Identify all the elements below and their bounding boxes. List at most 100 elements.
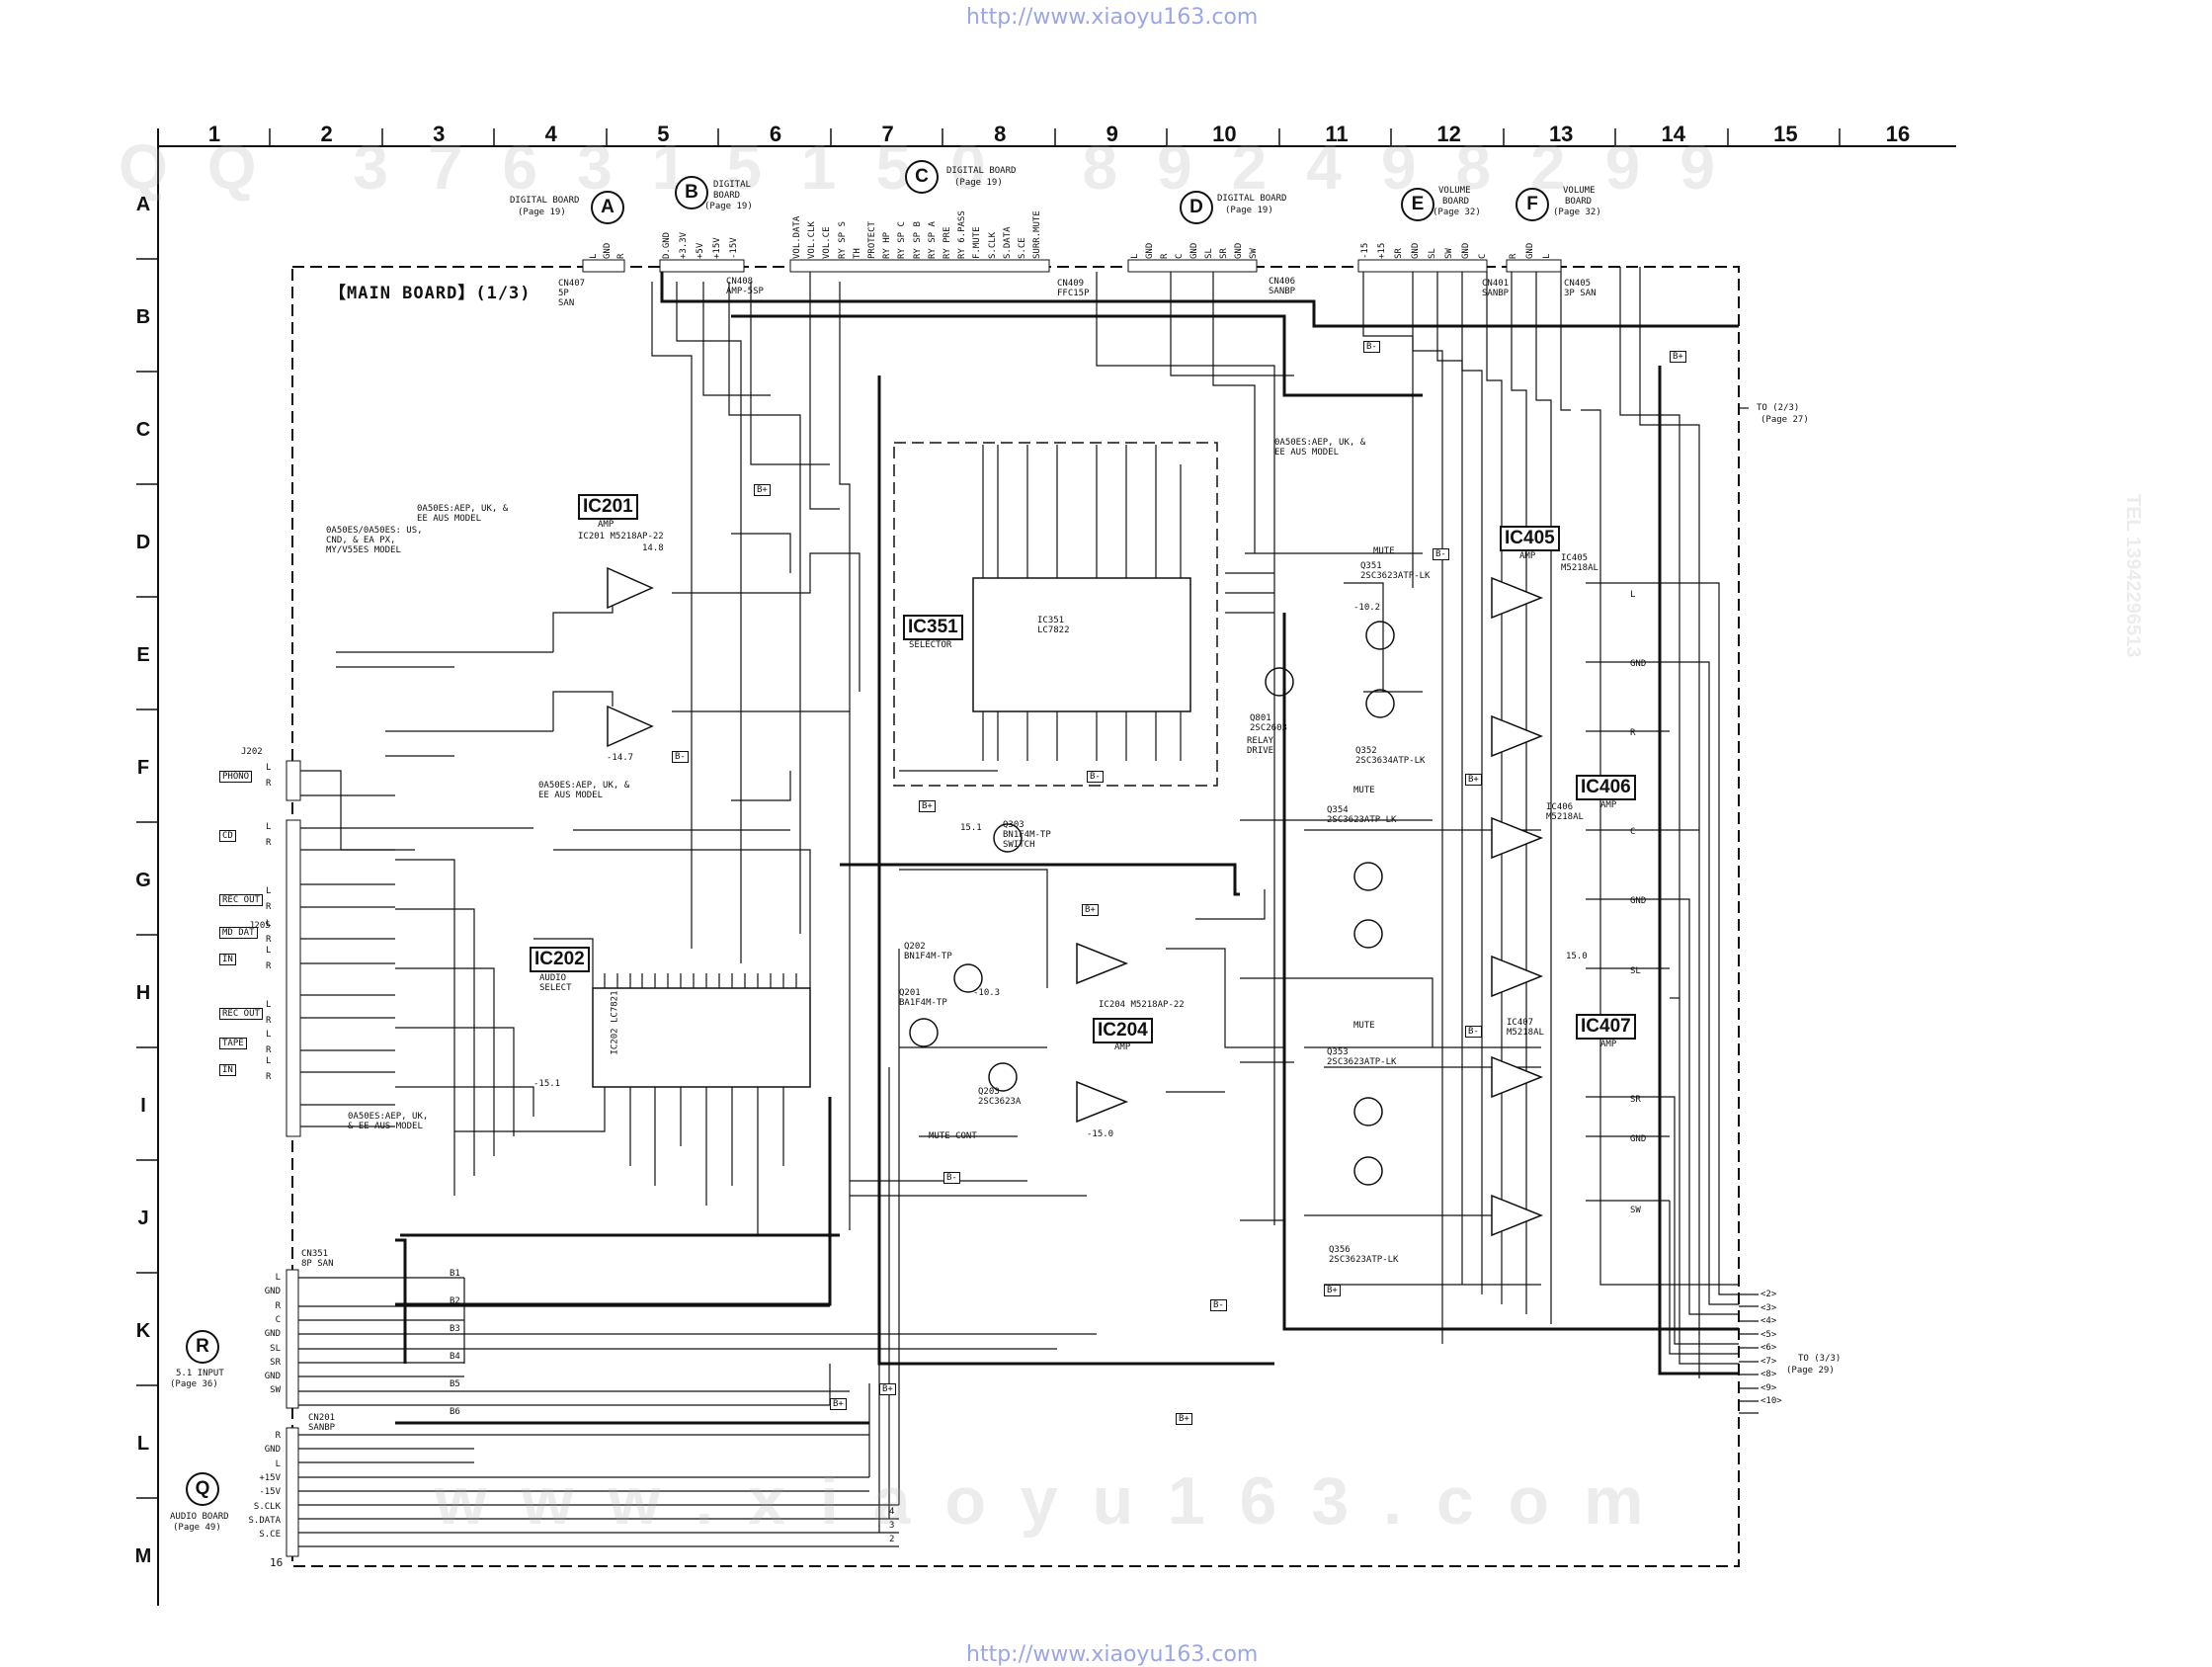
model-note-2: 0A50ES/0A50ES: US, CND, & EA PX, MY/V55E… — [326, 526, 423, 555]
voltage-label: -10.2 — [1353, 603, 1381, 613]
ic407-title: IC407 — [1576, 1014, 1636, 1040]
connector-f-circle: F — [1516, 188, 1549, 221]
header-url[interactable]: http://www.xiaoyu163.com — [966, 5, 1259, 30]
ic405-title: IC405 — [1500, 526, 1560, 551]
input-pin-label: L — [266, 1056, 272, 1066]
row-letter: L — [136, 1433, 150, 1455]
input-pin-label: R — [266, 1016, 272, 1026]
ic204-title: IC204 — [1093, 1018, 1153, 1043]
pin-label: VOL.CE — [822, 226, 833, 259]
pin-label: +3.3V — [679, 231, 689, 259]
bus-tag: B- — [1210, 1299, 1227, 1311]
column-number: 5 — [657, 122, 670, 146]
mute-note-3: MUTE — [1353, 1021, 1375, 1031]
input-label: REC OUT — [219, 894, 263, 906]
row-letter: F — [136, 757, 150, 779]
pin-label: S.CLK — [987, 231, 998, 259]
pin-label: SR — [1394, 248, 1404, 259]
watermark-url: w w w . x i a o y u 1 6 3 . c o m — [435, 1463, 1652, 1539]
bus-tag: B+ — [1324, 1285, 1341, 1296]
q-pin-label: L — [275, 1459, 281, 1469]
watermark-tel: TEL 13942296513 — [2122, 494, 2144, 658]
input-label: IN — [219, 1064, 236, 1076]
bus-tag: B- — [1465, 1026, 1482, 1038]
r-bus-label: B4 — [450, 1352, 460, 1362]
ic351-part: IC351 LC7822 — [1037, 616, 1070, 635]
r-pin-label: GND — [264, 1372, 281, 1382]
ic407-part: IC407 M5218AL — [1507, 1018, 1544, 1038]
r-pin-label: GND — [264, 1329, 281, 1340]
row-letter: A — [135, 194, 151, 215]
voltage-label: 14.8 — [642, 543, 664, 553]
connector-b-label-2: BOARD — [713, 191, 741, 201]
opamps — [607, 566, 1544, 1237]
pin-label: SURR.MUTE — [1032, 210, 1043, 259]
row-letter: J — [137, 1208, 149, 1229]
voltage-label: -15.0 — [1087, 1129, 1114, 1139]
output-label: GND — [1630, 659, 1647, 669]
pin-label: GND — [603, 242, 613, 259]
model-note-1: 0A50ES:AEP, UK, & EE AUS MODEL — [417, 504, 509, 524]
pin-label: L — [1542, 253, 1552, 259]
connector-f-label-3: (Page 32) — [1553, 208, 1601, 217]
input-pin-label: R — [266, 961, 272, 971]
column-number: 9 — [1106, 122, 1118, 146]
to3-pin-number: <2> — [1761, 1290, 1777, 1299]
pin-label: VOL.CLK — [807, 221, 818, 259]
ic351-role: SELECTOR — [909, 640, 952, 650]
mute-note-1: MUTE — [1373, 546, 1395, 556]
column-number: 1 — [207, 122, 221, 146]
connector-b-label-3: (Page 19) — [704, 202, 753, 211]
bus-tag: B+ — [1082, 904, 1099, 916]
voltage-label: -15.1 — [533, 1079, 561, 1089]
pin-label: RY SP B — [912, 221, 923, 259]
transistor-part: BN1F4M-TP — [904, 952, 952, 961]
connector-f-label-1: VOLUME — [1563, 186, 1596, 196]
input-pin-label: L — [266, 946, 272, 956]
bus-tag: B- — [1363, 341, 1380, 353]
cn401-label: CN401 SANBP — [1482, 279, 1510, 298]
ic204-role: AMP — [1114, 1042, 1131, 1052]
column-number: 7 — [881, 122, 894, 146]
footer-url[interactable]: http://www.xiaoyu163.com — [966, 1642, 1259, 1667]
transistor-ref: Q202 — [904, 942, 926, 952]
input-pin-label: R — [266, 838, 272, 848]
dest-to-2-3-page: (Page 27) — [1761, 415, 1809, 425]
q-pin-label: S.CE — [259, 1530, 281, 1541]
connector-b-circle: B — [675, 176, 708, 209]
voltage-label: 15.0 — [1566, 952, 1588, 961]
transistor-ref: Q356 — [1329, 1245, 1351, 1255]
cn406-label: CN406 SANBP — [1269, 277, 1296, 296]
bus-tag: B+ — [919, 800, 936, 812]
input-label: CD — [219, 830, 236, 842]
pin-label: S.CE — [1018, 237, 1027, 259]
connector-a-circle: A — [591, 191, 624, 224]
pin-label: L — [1130, 253, 1140, 259]
pin-label: SW — [1249, 248, 1259, 259]
row-letter: M — [134, 1545, 152, 1567]
r-pin-label: C — [275, 1314, 281, 1325]
cn405-label: CN405 3P SAN — [1564, 279, 1597, 298]
r-pin-label: SL — [270, 1343, 281, 1354]
transistor-part: 2SC3623ATP-LK — [1327, 815, 1397, 825]
transistor-role: SWITCH — [1003, 840, 1035, 850]
to3-pin-number: <6> — [1761, 1343, 1777, 1353]
output-label: SW — [1630, 1206, 1641, 1215]
signal-wires — [292, 267, 1759, 1547]
column-number: 3 — [433, 122, 446, 146]
pin-label: VOL.DATA — [792, 215, 802, 259]
connector-f-label-2: BOARD — [1565, 197, 1593, 207]
pin-label: TH — [852, 248, 862, 259]
input-pin-label: R — [266, 779, 272, 789]
column-number: 11 — [1325, 122, 1349, 146]
ic202-part: IC202 LC7821 — [610, 990, 620, 1055]
input-pin-label: L — [266, 822, 272, 832]
ic405-part: IC405 M5218AL — [1561, 553, 1598, 573]
input-pin-label: L — [266, 919, 272, 929]
to3-pin-number: <10> — [1761, 1396, 1782, 1406]
pin-label: GND — [1189, 242, 1199, 259]
output-label: C — [1630, 827, 1636, 837]
r-pin-label: SW — [270, 1385, 281, 1396]
connector-e-label-1: VOLUME — [1438, 186, 1471, 196]
connector-d-label-2: (Page 19) — [1225, 206, 1273, 215]
